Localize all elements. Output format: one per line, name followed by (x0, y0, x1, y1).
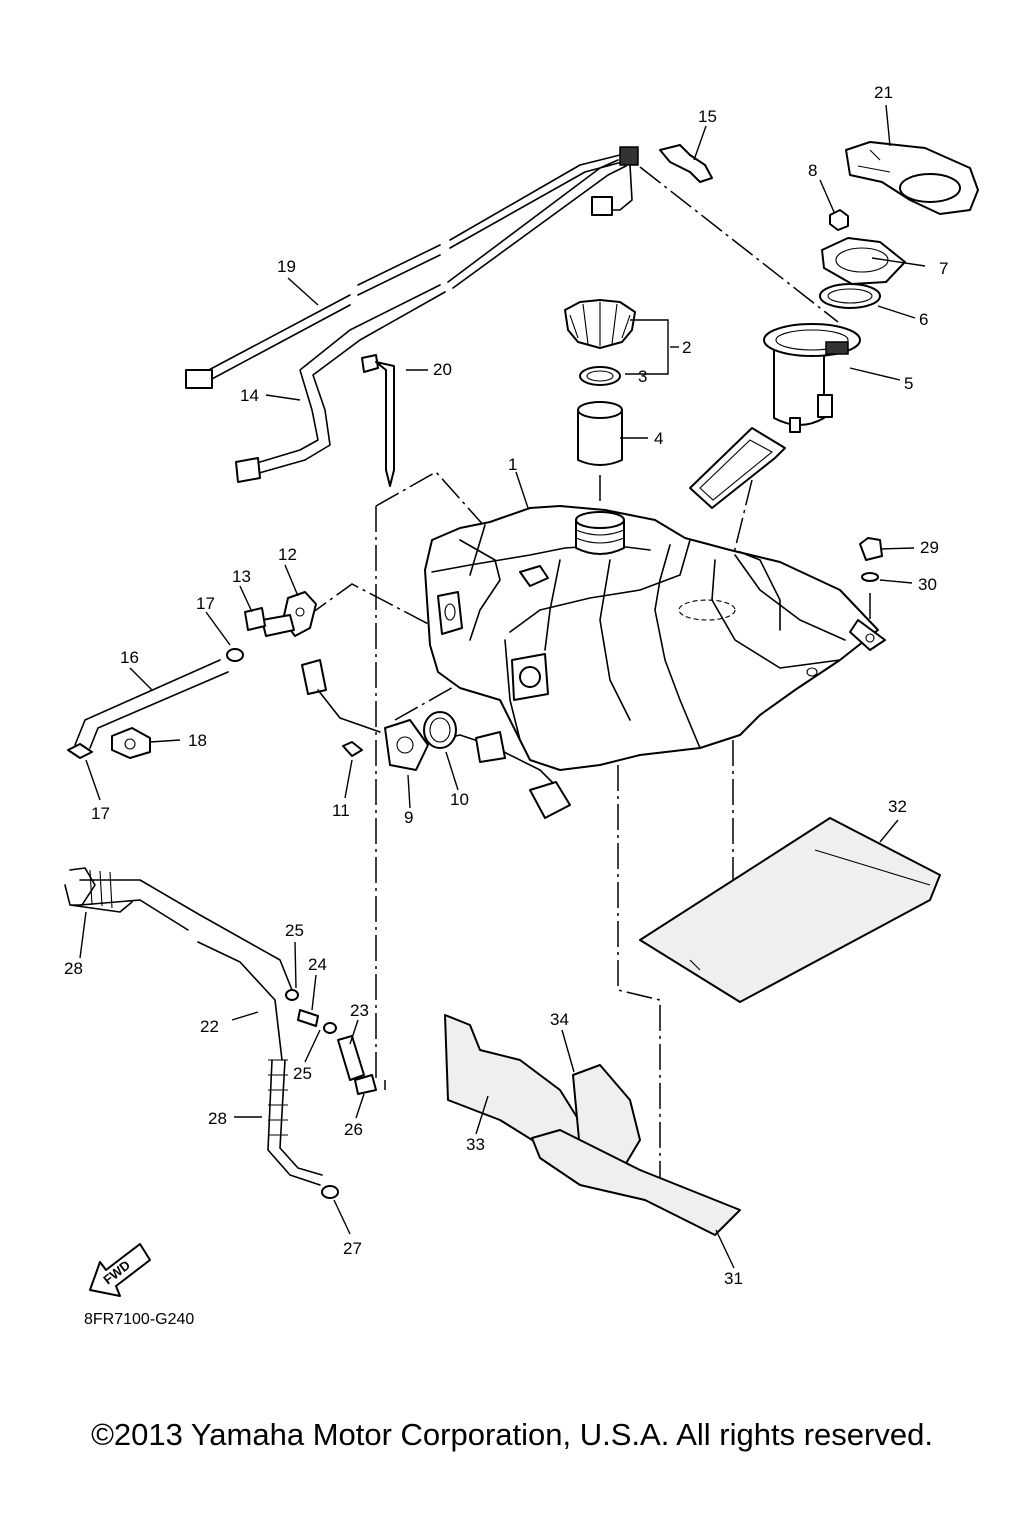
fuel-sender (301, 659, 571, 819)
fuel-pump (689, 323, 861, 509)
part-label: 12 (278, 545, 297, 564)
copyright-notice: ©2013 Yamaha Motor Corporation, U.S.A. A… (91, 1417, 933, 1452)
part-label: 14 (240, 386, 259, 405)
fuel-hose-14 (235, 159, 627, 483)
hose-clip-17a (226, 648, 244, 662)
part-label: 3 (638, 367, 647, 386)
part-label: 9 (404, 808, 413, 827)
pump-cover (845, 141, 979, 215)
part-label: 7 (939, 259, 948, 278)
part-label: 31 (724, 1269, 743, 1288)
part-label: 30 (918, 575, 937, 594)
part-label: 34 (550, 1010, 569, 1029)
part-label: 11 (332, 801, 350, 820)
bolt-11 (342, 741, 363, 757)
screw-13 (244, 607, 266, 631)
part-label: 25 (293, 1064, 312, 1083)
part-label: 29 (920, 538, 939, 557)
part-label: 6 (919, 310, 928, 329)
part-label: 1 (508, 455, 517, 474)
part-label: 33 (466, 1135, 485, 1154)
wire-harness (185, 146, 639, 389)
forward-arrow-icon: FWD (89, 1243, 151, 1297)
harness-clip (659, 144, 713, 183)
leader-lines (79, 104, 926, 1269)
figure-code: 8FR7100-G240 (84, 1311, 194, 1328)
part-label: 10 (450, 790, 469, 809)
sender-gasket (423, 711, 457, 749)
part-label: 18 (188, 731, 207, 750)
fuel-cock (261, 591, 317, 637)
part-label: 28 (64, 959, 83, 978)
fuel-cap (564, 299, 636, 349)
part-label: 17 (91, 804, 110, 823)
part-label: 16 (120, 648, 139, 667)
part-label: 13 (232, 567, 251, 586)
part-label: 21 (874, 83, 893, 102)
cable-band (361, 354, 395, 487)
cap-gasket (579, 366, 621, 386)
part-label: 2 (682, 338, 691, 357)
part-label: 5 (904, 374, 913, 393)
part-labels: 1 2 3 4 5 6 7 8 9 10 11 12 13 14 15 16 1… (64, 83, 948, 1288)
heat-protector-31 (531, 1129, 741, 1236)
part-label: 25 (285, 921, 304, 940)
part-label: 17 (196, 594, 215, 613)
part-label: 8 (808, 161, 817, 180)
washer-30 (861, 572, 879, 582)
part-label: 23 (350, 1001, 369, 1020)
part-label: 32 (888, 797, 907, 816)
hose-clip-17b (67, 743, 93, 759)
fuel-tank (424, 505, 886, 771)
pump-gasket (819, 283, 881, 309)
part-label: 24 (308, 955, 327, 974)
clamp-18 (111, 727, 151, 759)
part-label: 4 (654, 429, 663, 448)
joint-and-clips (285, 989, 377, 1199)
part-label: 20 (433, 360, 452, 379)
heat-protector-32 (639, 817, 941, 1003)
part-label: 22 (200, 1017, 219, 1036)
fuel-hose-16 (74, 659, 229, 749)
part-label: 27 (343, 1239, 362, 1258)
part-label: 28 (208, 1109, 227, 1128)
nut-29 (859, 537, 883, 561)
part-label: 15 (698, 107, 717, 126)
filler-tube (577, 401, 623, 466)
pump-nut (829, 209, 849, 231)
hose-protector (64, 867, 288, 1136)
part-label: 19 (277, 257, 296, 276)
part-label: 26 (344, 1120, 363, 1139)
